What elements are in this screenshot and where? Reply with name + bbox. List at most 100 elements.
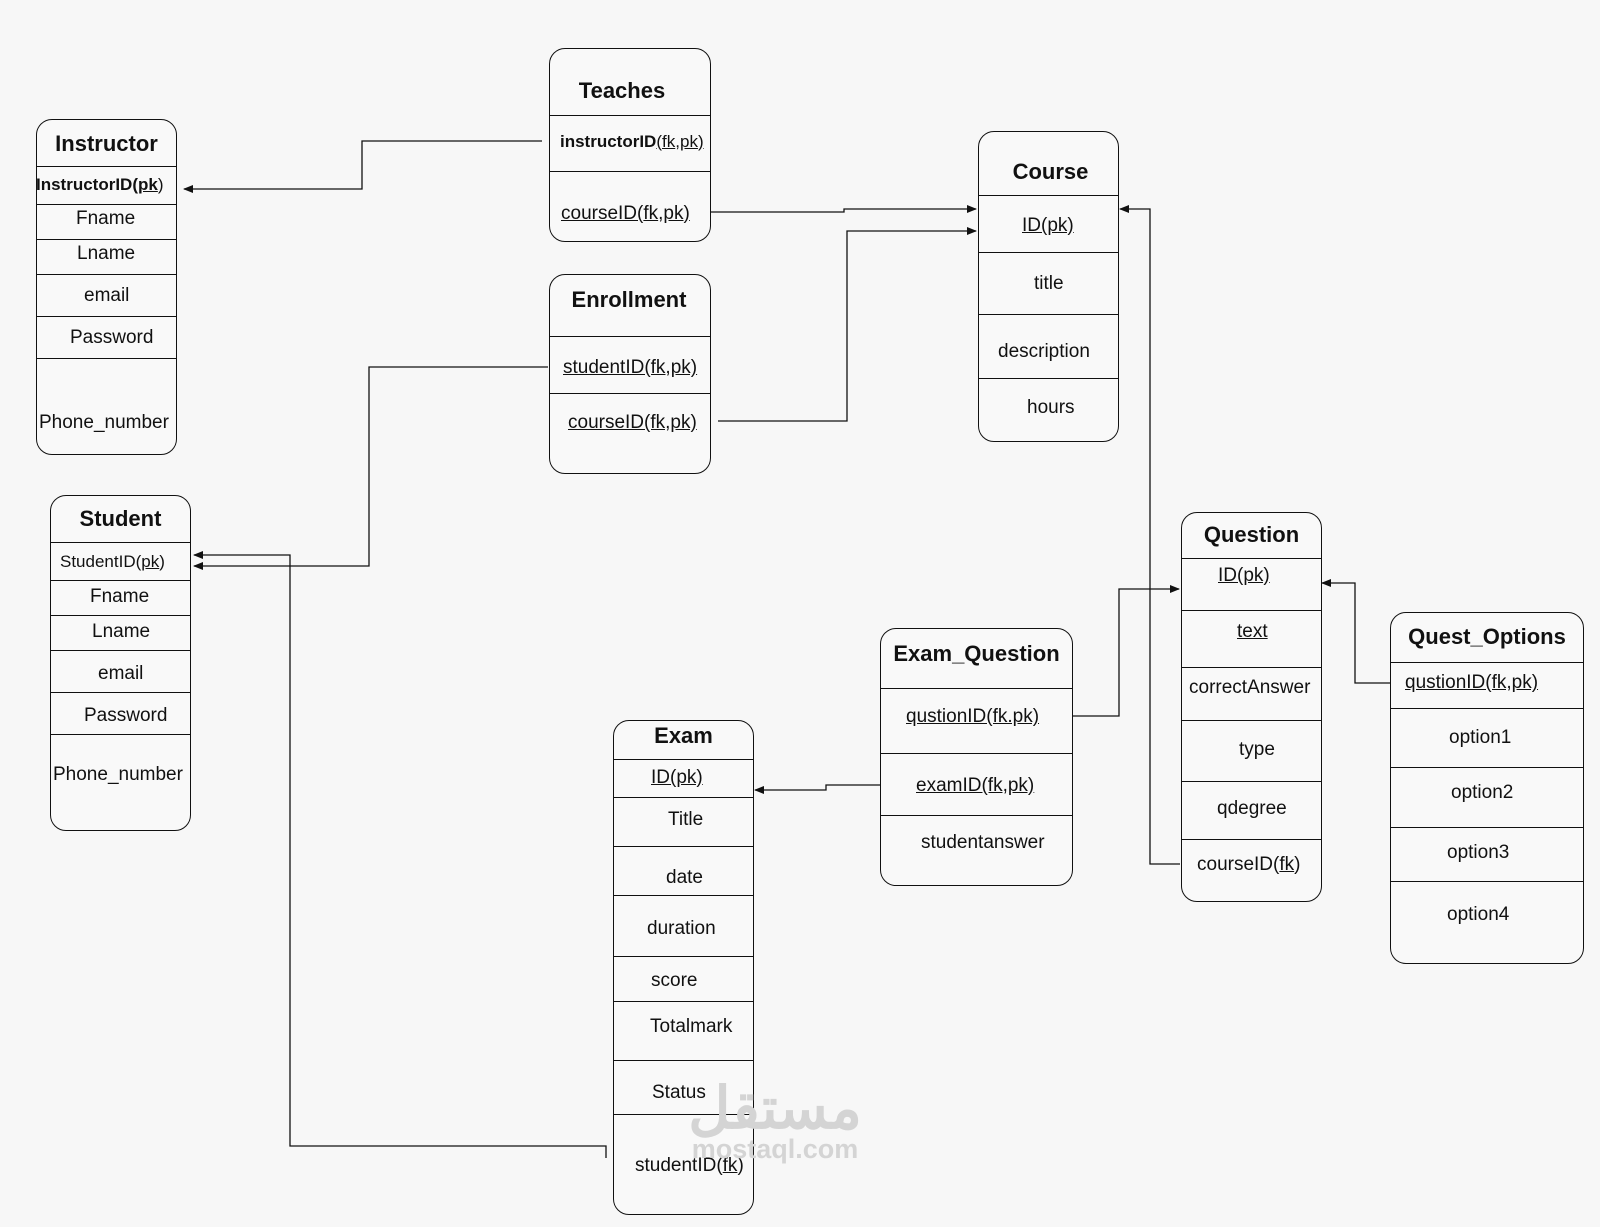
- rel-questoptions-question: [1321, 579, 1390, 684]
- field-segment: examID(fk,pk): [916, 775, 1035, 796]
- field-segment: text: [1237, 621, 1268, 642]
- field-segment: pk: [138, 175, 158, 194]
- field-segment: instructorID: [560, 132, 657, 151]
- field-segment: (: [656, 132, 663, 151]
- entity-enrollment[interactable]: Enrollment studentID(fk,pk) courseID(fk,…: [549, 274, 711, 474]
- field-segment: Fname: [90, 586, 150, 607]
- field-segment: ): [159, 552, 165, 571]
- field-option4: option4: [1447, 905, 1509, 924]
- field-segment: Phone_number: [53, 764, 183, 785]
- entity-instructor[interactable]: Instructor InstructorID(pk) Fname Lname …: [36, 119, 177, 455]
- entity-course[interactable]: Course ID(pk) title description hours: [978, 131, 1119, 442]
- entity-title: Student: [79, 506, 162, 531]
- field-segment: ,: [675, 132, 680, 151]
- entity-exam-question[interactable]: Exam_Question qustionID(fk.pk) examID(fk…: [880, 628, 1073, 886]
- field-segment: courseID(fk,pk): [568, 412, 697, 433]
- field-duration: duration: [647, 919, 716, 938]
- divider: [614, 759, 753, 760]
- divider: [37, 358, 176, 359]
- divider: [614, 1060, 753, 1061]
- entity-quest-options[interactable]: Quest_Options qustionID(fk,pk) option1 o…: [1390, 612, 1584, 964]
- divider: [1391, 662, 1583, 663]
- divider: [550, 393, 710, 394]
- field-segment: ID(pk): [1022, 215, 1074, 236]
- field-lname: Lname: [77, 244, 135, 263]
- entity-title: Exam: [654, 723, 713, 748]
- field-studentid: StudentID(pk): [60, 553, 165, 570]
- entity-question[interactable]: Question ID(pk) text correctAnswer type …: [1181, 512, 1322, 902]
- field-segment: Lname: [92, 621, 151, 642]
- field-segment: type: [1239, 739, 1275, 760]
- field-segment: StudentID(: [60, 552, 142, 571]
- rel-examquestion-question: [1060, 585, 1180, 717]
- divider: [881, 753, 1072, 754]
- field-segment: ): [683, 203, 690, 224]
- entity-title: Course: [1012, 159, 1089, 184]
- field-segment: Status: [652, 1082, 706, 1103]
- rel-teaches-course: [711, 205, 977, 213]
- field-courseid: courseID(fk): [1197, 855, 1300, 874]
- field-segment: ): [1294, 854, 1301, 875]
- field-option3: option3: [1447, 843, 1509, 862]
- divider: [1391, 881, 1583, 882]
- field-totalmark: Totalmark: [650, 1017, 732, 1036]
- field-segment: description: [998, 341, 1090, 362]
- entity-exam[interactable]: Exam ID(pk) Title date duration score To…: [613, 720, 754, 1215]
- field-segment: fk: [643, 203, 659, 224]
- field-fname: Fname: [76, 209, 135, 228]
- field-segment: option2: [1451, 782, 1514, 803]
- divider: [614, 797, 753, 798]
- entity-teaches[interactable]: Teaches instructorID(fk,pk) courseID(fk,…: [549, 48, 711, 242]
- field-segment: pk: [679, 132, 698, 151]
- divider: [1182, 558, 1321, 559]
- divider: [37, 316, 176, 317]
- field-segment: ): [737, 1155, 744, 1176]
- rel-enrollment-course: [718, 227, 977, 422]
- divider: [37, 239, 176, 240]
- divider: [881, 815, 1072, 816]
- field-segment: Title: [668, 809, 704, 830]
- field-status: Status: [652, 1083, 706, 1102]
- field-segment: fk: [1279, 854, 1295, 875]
- field-courseid: courseID(fk,pk): [561, 204, 690, 223]
- field-email: email: [84, 286, 129, 305]
- divider: [1182, 610, 1321, 611]
- field-title: Title: [668, 810, 703, 829]
- field-segment: courseID(: [561, 203, 644, 224]
- field-segment: qdegree: [1217, 798, 1287, 819]
- divider: [51, 580, 190, 581]
- field-option1: option1: [1449, 728, 1511, 747]
- divider: [881, 688, 1072, 689]
- field-studentid: studentID(fk,pk): [563, 358, 697, 377]
- field-segment: date: [666, 867, 703, 888]
- field-segment: courseID(: [1197, 854, 1280, 875]
- field-segment: Totalmark: [650, 1016, 733, 1037]
- field-segment: ): [157, 175, 164, 194]
- field-description: description: [998, 342, 1090, 361]
- divider: [1182, 781, 1321, 782]
- entity-title: Enrollment: [571, 287, 687, 312]
- divider: [550, 336, 710, 337]
- field-segment: option1: [1449, 727, 1512, 748]
- entity-student[interactable]: Student StudentID(pk) Fname Lname email …: [50, 495, 191, 831]
- field-examid: examID(fk,pk): [916, 776, 1034, 795]
- field-id: ID(pk): [1022, 216, 1074, 235]
- entity-title: Instructor: [55, 131, 158, 156]
- field-score: score: [651, 971, 697, 990]
- field-segment: hours: [1027, 397, 1075, 418]
- rel-enrollment-student: [193, 366, 548, 570]
- divider: [614, 846, 753, 847]
- entity-title: Quest_Options: [1408, 624, 1566, 649]
- divider: [979, 195, 1118, 196]
- field-segment: option4: [1447, 904, 1510, 925]
- field-id: ID(pk): [651, 768, 703, 787]
- field-qustionid: qustionID(fk,pk): [1405, 673, 1538, 692]
- field-correctanswer: correctAnswer: [1189, 678, 1310, 697]
- divider: [550, 171, 710, 172]
- field-segment: studentID(: [635, 1155, 723, 1176]
- field-password: Password: [70, 328, 153, 347]
- field-segment: Password: [70, 327, 154, 348]
- field-courseid: courseID(fk,pk): [568, 413, 697, 432]
- field-phone-number: Phone_number: [39, 413, 169, 432]
